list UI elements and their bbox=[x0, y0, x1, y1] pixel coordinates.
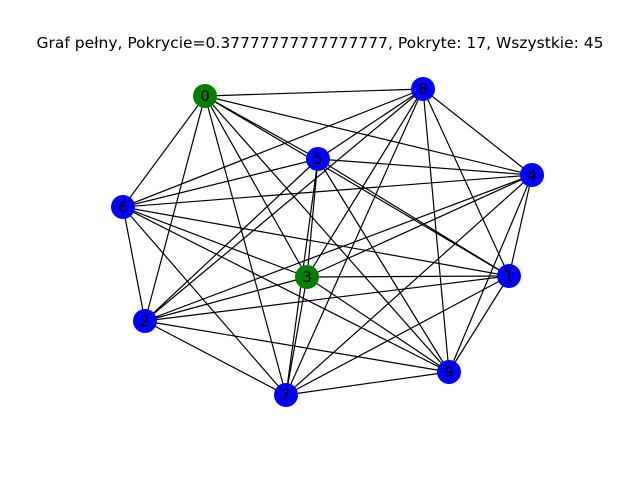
edge-0-6 bbox=[122, 95, 206, 208]
edge-8-9 bbox=[422, 88, 450, 373]
edge-2-5 bbox=[144, 158, 319, 322]
edge-4-5 bbox=[317, 158, 533, 176]
edge-2-8 bbox=[144, 88, 424, 322]
edge-1-2 bbox=[144, 275, 510, 322]
node-5-label: 5 bbox=[313, 150, 323, 168]
node-0: 0 bbox=[193, 84, 217, 108]
node-6-circle bbox=[111, 195, 135, 219]
edge-1-4 bbox=[508, 174, 533, 277]
nodes-layer: 0 1 2 3 4 5 6 7 8 9 bbox=[111, 77, 544, 407]
graph-title: Graf pełny, Pokrycie=0.37777777777777777… bbox=[36, 34, 604, 52]
node-6: 6 bbox=[111, 195, 135, 219]
edge-2-3 bbox=[144, 276, 308, 322]
node-7-label: 7 bbox=[281, 386, 291, 404]
node-4: 4 bbox=[520, 163, 544, 187]
edge-4-8 bbox=[422, 88, 533, 176]
edge-6-7 bbox=[122, 206, 287, 396]
node-7-circle bbox=[274, 383, 298, 407]
edge-3-4 bbox=[306, 174, 533, 278]
edge-3-7 bbox=[285, 276, 308, 396]
edge-7-8 bbox=[285, 88, 424, 396]
edge-2-7 bbox=[144, 320, 287, 396]
edge-6-8 bbox=[122, 88, 424, 208]
node-9: 9 bbox=[437, 360, 461, 384]
edge-4-9 bbox=[448, 174, 533, 373]
node-8-circle bbox=[411, 77, 435, 101]
edge-1-8 bbox=[422, 88, 510, 277]
edge-2-6 bbox=[122, 206, 146, 322]
node-1-circle bbox=[497, 264, 521, 288]
node-8-label: 8 bbox=[418, 80, 428, 98]
edge-0-8 bbox=[204, 88, 424, 97]
node-0-circle bbox=[193, 84, 217, 108]
node-5-circle bbox=[306, 147, 330, 171]
node-3-circle bbox=[295, 265, 319, 289]
edge-0-3 bbox=[204, 95, 308, 278]
node-3: 3 bbox=[295, 265, 319, 289]
node-5: 5 bbox=[306, 147, 330, 171]
node-7: 7 bbox=[274, 383, 298, 407]
edge-1-6 bbox=[122, 206, 510, 277]
node-2-label: 2 bbox=[140, 312, 150, 330]
edge-4-6 bbox=[122, 174, 533, 208]
edge-5-9 bbox=[317, 158, 450, 373]
edge-1-7 bbox=[285, 275, 510, 396]
edge-7-9 bbox=[285, 371, 450, 396]
edge-3-9 bbox=[306, 276, 450, 373]
node-1: 1 bbox=[497, 264, 521, 288]
edge-0-1 bbox=[204, 95, 510, 277]
edge-0-9 bbox=[204, 95, 450, 373]
edge-3-5 bbox=[306, 158, 319, 278]
edge-5-8 bbox=[317, 88, 424, 160]
edge-3-8 bbox=[306, 88, 424, 278]
edge-0-2 bbox=[144, 95, 206, 322]
node-6-label: 6 bbox=[118, 198, 128, 216]
node-4-label: 4 bbox=[527, 166, 537, 184]
edge-1-9 bbox=[448, 275, 510, 373]
edge-0-7 bbox=[204, 95, 287, 396]
node-0-label: 0 bbox=[200, 87, 210, 105]
node-4-circle bbox=[520, 163, 544, 187]
edge-6-9 bbox=[122, 206, 450, 373]
edges-layer bbox=[122, 88, 533, 396]
node-3-label: 3 bbox=[302, 268, 312, 286]
node-8: 8 bbox=[411, 77, 435, 101]
node-9-label: 9 bbox=[444, 363, 454, 381]
edge-3-6 bbox=[122, 206, 308, 278]
node-1-label: 1 bbox=[504, 267, 514, 285]
edge-0-5 bbox=[204, 95, 319, 160]
edge-0-4 bbox=[204, 95, 533, 176]
edge-1-5 bbox=[317, 158, 510, 277]
edge-4-7 bbox=[285, 174, 533, 396]
node-9-circle bbox=[437, 360, 461, 384]
node-2-circle bbox=[133, 309, 157, 333]
node-2: 2 bbox=[133, 309, 157, 333]
edge-5-6 bbox=[122, 158, 319, 208]
edge-1-3 bbox=[306, 275, 510, 278]
edge-2-4 bbox=[144, 174, 533, 322]
edge-2-9 bbox=[144, 320, 450, 373]
